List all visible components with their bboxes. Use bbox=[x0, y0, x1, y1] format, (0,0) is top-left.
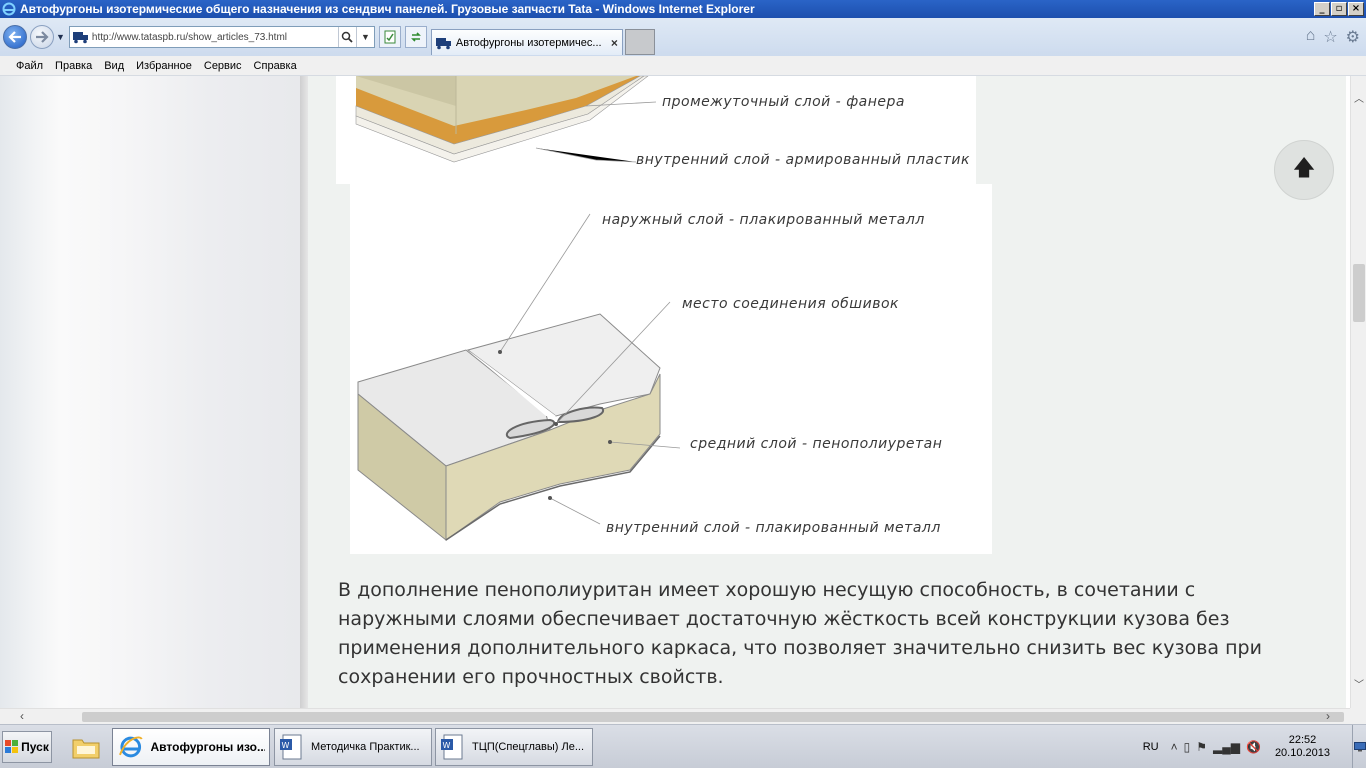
svg-text:W: W bbox=[282, 741, 290, 750]
menu-view[interactable]: Вид bbox=[104, 59, 125, 72]
volume-muted-icon[interactable]: 🔇 bbox=[1245, 740, 1261, 754]
word-document-icon: W bbox=[441, 734, 463, 760]
caption-inner-metal-layer: внутренний слой - плакированный металл bbox=[606, 520, 941, 536]
vertical-scroll-thumb[interactable] bbox=[1353, 264, 1365, 322]
caption-outer-metal-layer: наружный слой - плакированный металл bbox=[602, 212, 925, 228]
horizontal-scroll-thumb[interactable] bbox=[82, 712, 1344, 722]
windows-logo-icon bbox=[5, 740, 19, 753]
compatibility-icon bbox=[384, 30, 396, 44]
svg-text:W: W bbox=[443, 741, 451, 750]
panel-illustration-main bbox=[357, 213, 681, 542]
horizontal-scrollbar[interactable]: ‹ › bbox=[0, 708, 1350, 724]
window-title-bar[interactable]: Автофургоны изотермические общего назнач… bbox=[0, 0, 1366, 18]
menu-tools[interactable]: Сервис bbox=[203, 59, 242, 72]
menu-edit[interactable]: Правка bbox=[55, 59, 93, 72]
navigation-bar: ▼ http://www.tataspb.ru/show_articles_73… bbox=[0, 18, 1366, 56]
caption-skin-joint: место соединения обшивок bbox=[682, 296, 899, 312]
home-icon[interactable]: ⌂ bbox=[1305, 27, 1316, 44]
page-viewport[interactable]: промежуточный слой - фанера внутренний с… bbox=[0, 76, 1350, 708]
tab-close-button[interactable]: × bbox=[610, 35, 618, 50]
taskbar-task-label: Автофургоны изо... bbox=[150, 740, 265, 754]
scroll-up-arrow-icon[interactable]: ︿ bbox=[1354, 94, 1364, 105]
minimize-button[interactable]: _ bbox=[1314, 2, 1330, 16]
panel-illustration-top bbox=[355, 76, 657, 163]
menu-favorites[interactable]: Избранное bbox=[136, 59, 192, 72]
language-indicator[interactable]: RU bbox=[1142, 741, 1159, 753]
arrow-right-icon bbox=[36, 31, 49, 43]
scroll-left-arrow-icon[interactable]: ‹ bbox=[20, 709, 24, 723]
monitor-icon bbox=[1353, 742, 1366, 752]
address-dropdown-button[interactable]: ▼ bbox=[355, 27, 374, 47]
start-button[interactable]: Пуск bbox=[2, 731, 52, 763]
search-button[interactable] bbox=[337, 27, 356, 47]
gear-icon[interactable]: ⚙ bbox=[1345, 29, 1360, 46]
article-content: промежуточный слой - фанера внутренний с… bbox=[308, 76, 1346, 708]
taskbar-task-word-2[interactable]: W ТЦП(Спецглавы) Ле... bbox=[435, 728, 593, 766]
new-tab-button[interactable] bbox=[624, 29, 655, 55]
vertical-scrollbar[interactable]: ︿ ﹀ bbox=[1350, 76, 1366, 708]
refresh-icon bbox=[410, 32, 421, 42]
menu-bar: Файл Правка Вид Избранное Сервис Справка bbox=[0, 56, 1366, 76]
usb-device-icon[interactable]: ▯ bbox=[1183, 740, 1191, 754]
menu-file[interactable]: Файл bbox=[16, 59, 44, 72]
browser-tab[interactable]: Автофургоны изотермичес... × bbox=[430, 29, 623, 55]
menu-help[interactable]: Справка bbox=[253, 59, 297, 72]
back-button[interactable] bbox=[3, 25, 27, 49]
tab-label: Автофургоны изотермичес... bbox=[455, 36, 602, 49]
restore-button[interactable]: ▫ bbox=[1331, 2, 1347, 16]
arrow-up-icon: 🡅 bbox=[1292, 155, 1316, 180]
network-signal-icon[interactable]: ▂▄▆ bbox=[1213, 740, 1240, 754]
arrow-left-icon bbox=[8, 31, 21, 43]
system-tray: RU ˄ ▯ ⚑ ▂▄▆ 🔇 22:52 20.10.2013 bbox=[1143, 725, 1366, 768]
sidebar-edge bbox=[300, 76, 308, 708]
truck-favicon-icon bbox=[72, 32, 88, 44]
magnifier-icon bbox=[342, 31, 354, 43]
taskbar-task-label: Методичка Практик... bbox=[311, 741, 420, 753]
favorites-star-icon[interactable]: ☆ bbox=[1323, 29, 1338, 46]
ie-logo-icon bbox=[2, 2, 16, 16]
caption-plywood-layer: промежуточный слой - фанера bbox=[662, 94, 905, 110]
show-hidden-icons-icon[interactable]: ˄ bbox=[1170, 740, 1178, 754]
compatibility-view-button[interactable] bbox=[378, 26, 401, 48]
recent-pages-dropdown[interactable]: ▼ bbox=[56, 32, 65, 42]
truck-favicon-icon bbox=[435, 37, 451, 49]
address-bar[interactable]: http://www.tataspb.ru/show_articles_73.h… bbox=[68, 26, 375, 48]
clock[interactable]: 22:52 20.10.2013 bbox=[1275, 734, 1330, 760]
sandwich-panel-figure-top: промежуточный слой - фанера внутренний с… bbox=[336, 76, 976, 184]
taskbar-task-label: ТЦП(Спецглавы) Ле... bbox=[472, 741, 585, 753]
caption-middle-foam-layer: средний слой - пенополиуретан bbox=[690, 436, 943, 452]
tray-icons: ˄ ▯ ⚑ ▂▄▆ 🔇 bbox=[1171, 740, 1261, 754]
scroll-down-arrow-icon[interactable]: ﹀ bbox=[1354, 680, 1364, 691]
close-button[interactable]: × bbox=[1348, 2, 1364, 16]
scrollbar-corner bbox=[1350, 708, 1366, 724]
toolbar-right-icons: ⌂ ☆ ⚙ bbox=[1306, 27, 1360, 47]
show-desktop-button[interactable] bbox=[1352, 725, 1366, 768]
caption-inner-plastic-layer: внутренний слой - армированный пластик bbox=[636, 152, 970, 168]
clock-date: 20.10.2013 bbox=[1274, 747, 1330, 759]
forward-button[interactable] bbox=[30, 25, 54, 49]
scroll-right-arrow-icon[interactable]: › bbox=[1326, 709, 1330, 723]
taskbar-task-ie[interactable]: Автофургоны изо... bbox=[112, 728, 270, 766]
taskbar-task-word-1[interactable]: W Методичка Практик... bbox=[274, 728, 432, 766]
article-paragraph: В дополнение пенополиуритан имеет хорошу… bbox=[338, 579, 1262, 688]
ie-logo-icon bbox=[119, 736, 143, 758]
refresh-button[interactable] bbox=[404, 26, 427, 48]
clock-time: 22:52 bbox=[1288, 734, 1317, 746]
folder-icon bbox=[72, 739, 100, 759]
taskbar-explorer-button[interactable] bbox=[66, 731, 106, 763]
action-center-flag-icon[interactable]: ⚑ bbox=[1196, 740, 1208, 754]
address-url[interactable]: http://www.tataspb.ru/show_articles_73.h… bbox=[91, 31, 288, 43]
word-document-icon: W bbox=[280, 734, 302, 760]
left-sidebar-background bbox=[0, 76, 300, 708]
scroll-to-top-button[interactable]: 🡅 bbox=[1274, 140, 1334, 200]
window-title: Автофургоны изотермические общего назнач… bbox=[20, 2, 755, 16]
start-label: Пуск bbox=[21, 740, 49, 754]
window-controls: _ ▫ × bbox=[1314, 2, 1364, 16]
taskbar: Пуск Автофургоны изо... W Методичка Прак… bbox=[0, 724, 1366, 768]
sandwich-panel-figure-main: наружный слой - плакированный металл мес… bbox=[350, 184, 992, 554]
